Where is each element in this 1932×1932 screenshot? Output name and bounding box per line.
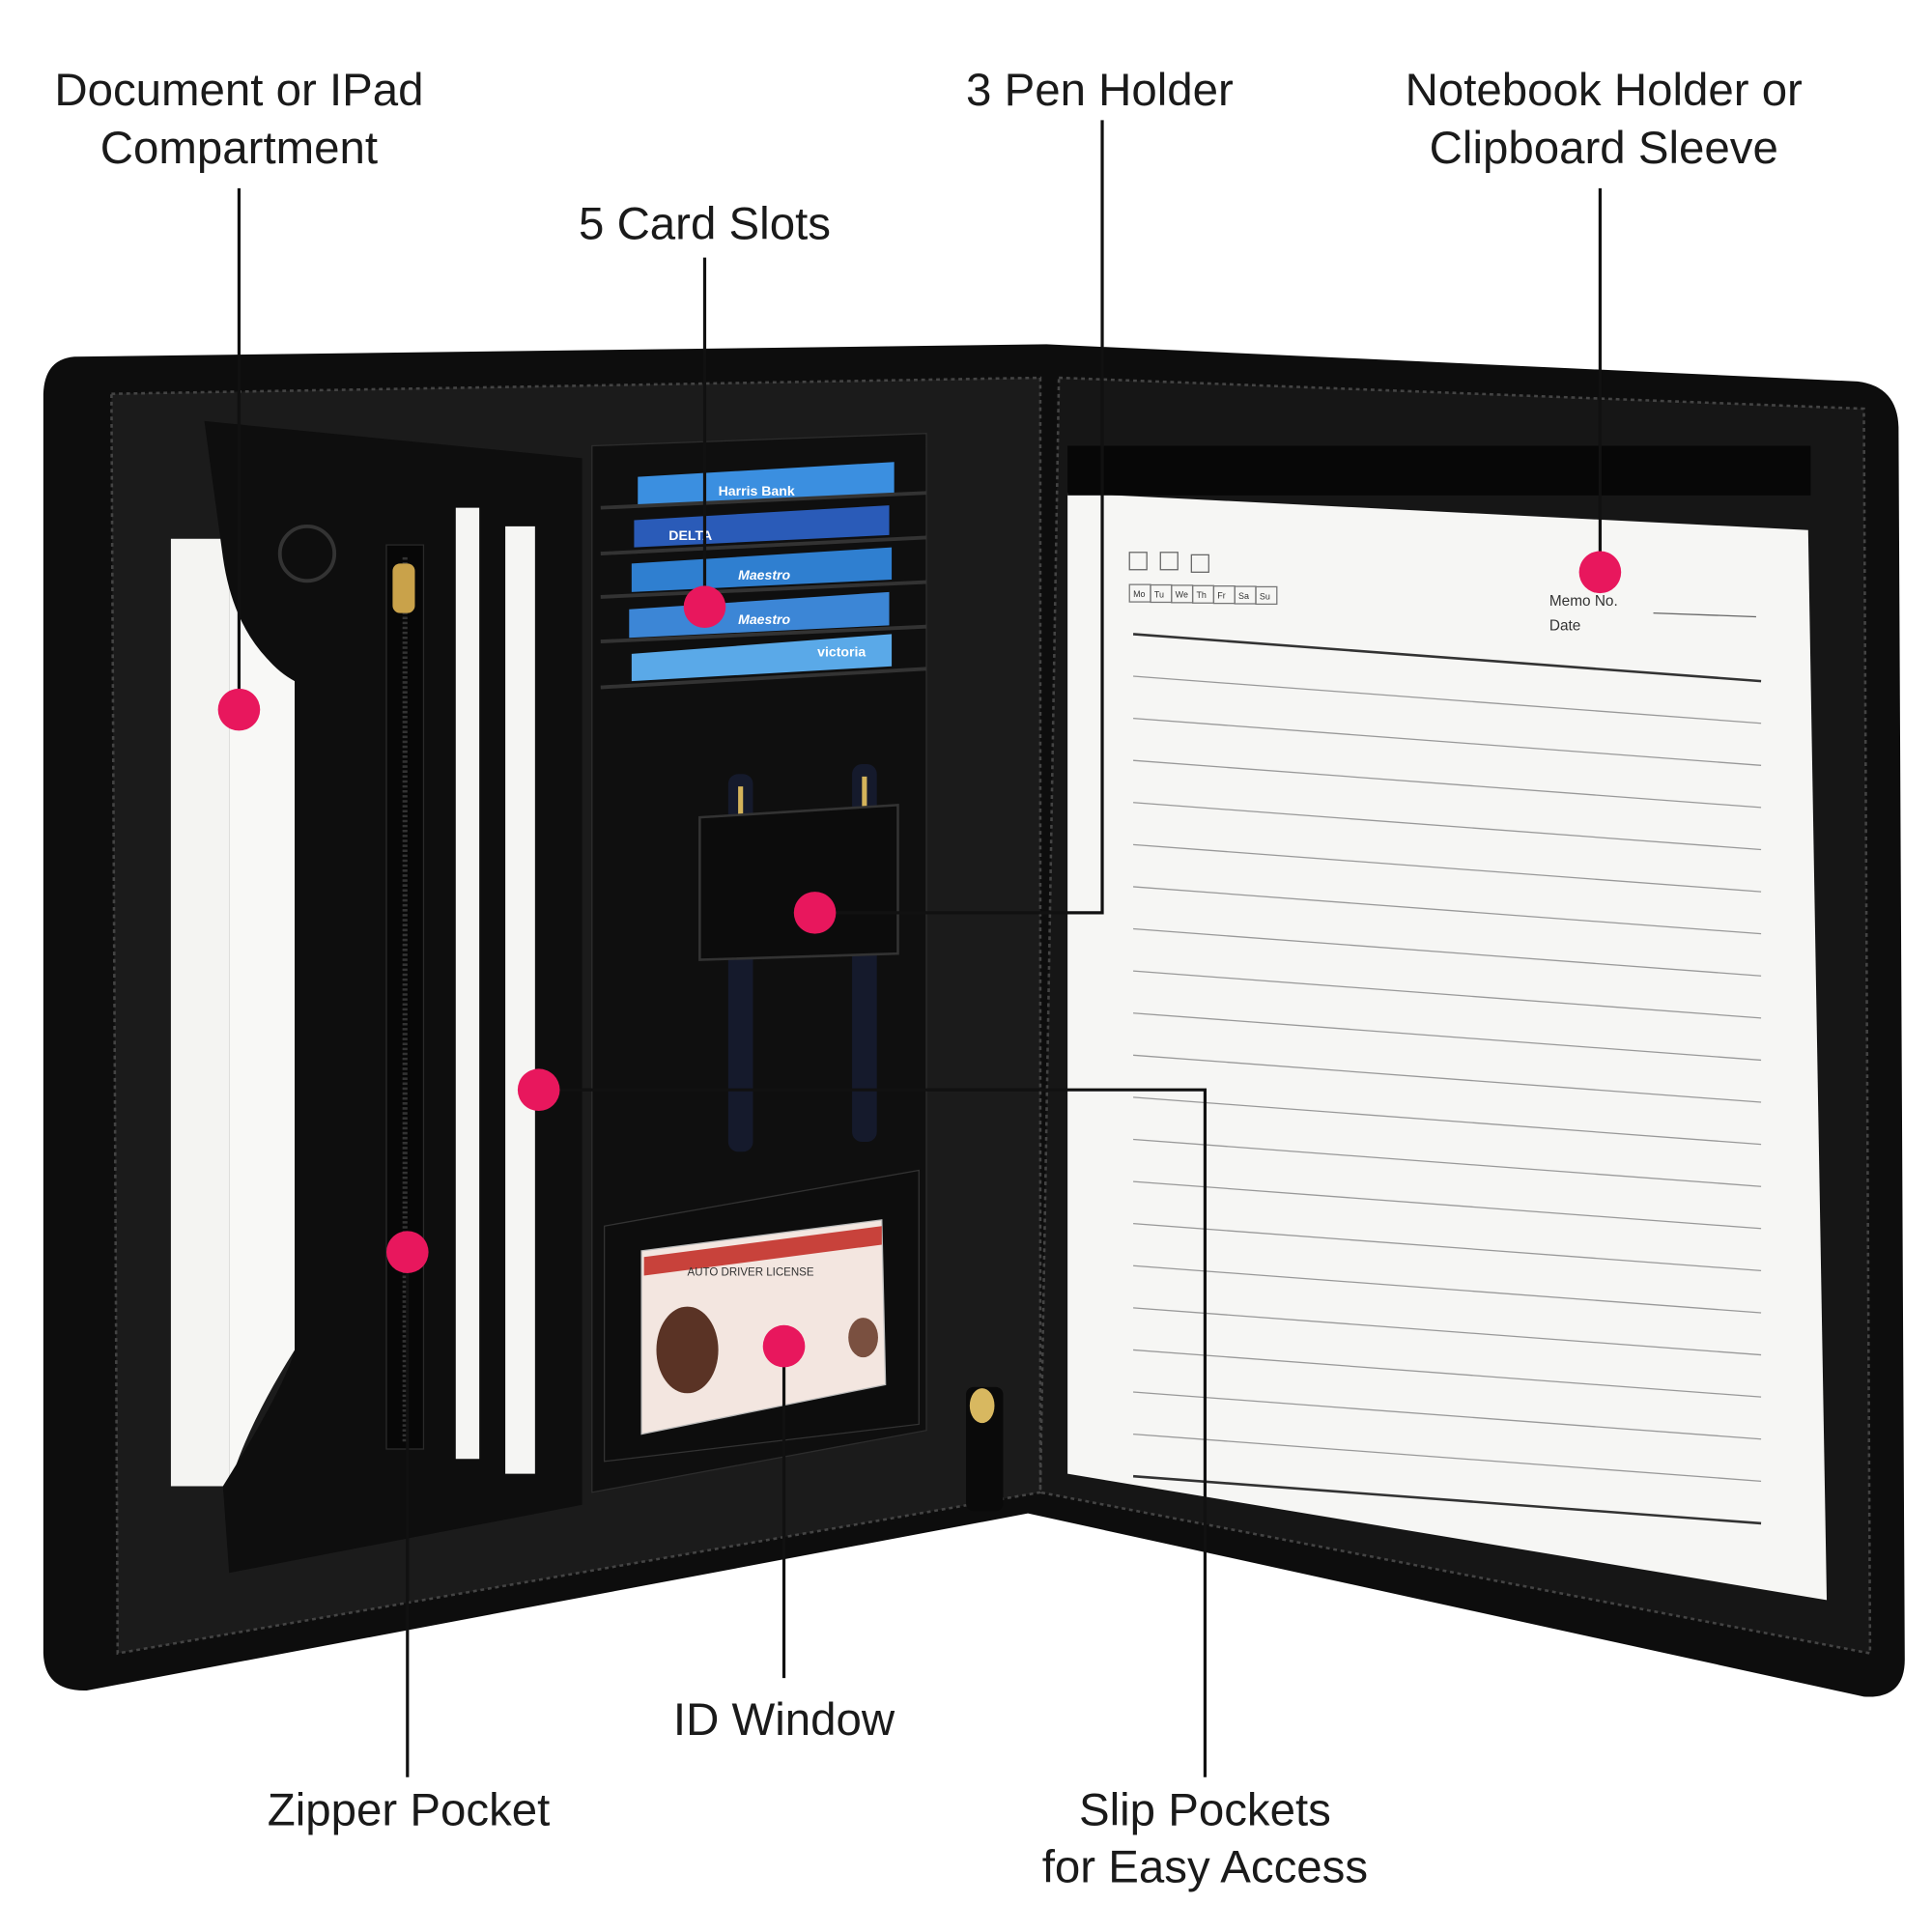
svg-text:DELTA: DELTA	[668, 527, 712, 543]
ruled-line	[1133, 886, 1762, 935]
svg-text:victoria: victoria	[817, 643, 866, 659]
ruled-line	[1133, 1180, 1762, 1230]
callout-labels: Document or IPad Compartment 3 Pen Holde…	[54, 65, 1803, 1893]
ruled-line	[1133, 1433, 1762, 1482]
weekday-label: Tu	[1154, 589, 1164, 599]
ruled-line	[1133, 927, 1762, 977]
label-slip-pockets-line2: for Easy Access	[1042, 1842, 1368, 1893]
ruled-line	[1133, 843, 1762, 893]
card: Maestro	[629, 591, 890, 639]
weekday-label: Su	[1260, 591, 1270, 601]
id-window: AUTO DRIVER LICENSE	[604, 1169, 920, 1463]
label-id-window: ID Window	[673, 1694, 895, 1746]
ruled-line	[1133, 1223, 1762, 1272]
ruled-line	[1133, 1264, 1762, 1314]
marker-slip-pockets	[517, 1068, 560, 1111]
label-document-line2: Compartment	[100, 123, 378, 174]
marker-zipper-pocket	[386, 1231, 429, 1273]
ruled-line	[1132, 633, 1762, 683]
ruled-line	[1133, 717, 1762, 766]
ruled-line	[1132, 1474, 1762, 1525]
ruled-line	[1133, 1307, 1762, 1356]
ruled-line	[1133, 759, 1762, 809]
weekday-label: Th	[1196, 590, 1206, 600]
notepad: Mo Tu We Th Fr Sa Su Memo No. Date	[1067, 445, 1828, 1601]
marker-notebook	[1578, 551, 1622, 594]
weather-icons	[1128, 552, 1209, 573]
label-slip-pockets-line1: Slip Pockets	[1079, 1785, 1331, 1836]
zipper-slider	[969, 1388, 995, 1424]
memo-label: Memo No.	[1549, 593, 1618, 610]
svg-text:Harris Bank: Harris Bank	[719, 483, 795, 498]
ruled-line	[1133, 1096, 1762, 1146]
marker-document	[217, 688, 261, 731]
weekday-label: We	[1176, 590, 1188, 600]
ruled-line	[1133, 1054, 1762, 1103]
ruled-line	[1133, 1012, 1762, 1062]
label-notebook-line2: Clipboard Sleeve	[1430, 123, 1778, 174]
weekday-box	[1255, 585, 1278, 606]
card: Maestro	[631, 547, 893, 592]
markers	[217, 551, 1622, 1368]
marker-pen-holder	[793, 892, 837, 934]
ruled-line	[1133, 675, 1762, 724]
svg-text:Maestro: Maestro	[738, 567, 790, 582]
ruled-lines	[1132, 633, 1762, 1525]
date-label: Date	[1549, 618, 1580, 635]
marker-id-window	[762, 1324, 806, 1368]
ruled-line	[1133, 802, 1762, 851]
svg-text:Maestro: Maestro	[738, 611, 790, 627]
marker-card-slots	[683, 585, 726, 628]
ruled-line	[1133, 1391, 1762, 1440]
leader-lines	[237, 120, 1603, 1777]
ruled-line	[1133, 970, 1762, 1019]
weekday-label: Sa	[1238, 591, 1249, 601]
weekday-boxes: Mo Tu We Th Fr Sa Su	[1128, 583, 1278, 606]
weekday-label: Mo	[1133, 589, 1145, 599]
label-pen-holder: 3 Pen Holder	[966, 65, 1234, 116]
label-document-line1: Document or IPad	[54, 65, 423, 116]
label-card-slots: 5 Card Slots	[579, 198, 831, 249]
svg-text:AUTO DRIVER LICENSE: AUTO DRIVER LICENSE	[688, 1267, 814, 1279]
ruled-line	[1133, 1138, 1762, 1187]
slip-pockets	[455, 507, 535, 1474]
label-zipper-pocket: Zipper Pocket	[268, 1785, 551, 1836]
card: Harris Bank	[638, 462, 895, 506]
zipper-pocket	[385, 544, 425, 1450]
card: DELTA	[634, 505, 890, 548]
card: victoria	[631, 634, 893, 682]
label-notebook-line1: Notebook Holder or	[1406, 65, 1803, 116]
weekday-label: Fr	[1217, 590, 1225, 600]
pen-holder	[698, 764, 899, 1152]
ruled-line	[1133, 1349, 1762, 1398]
